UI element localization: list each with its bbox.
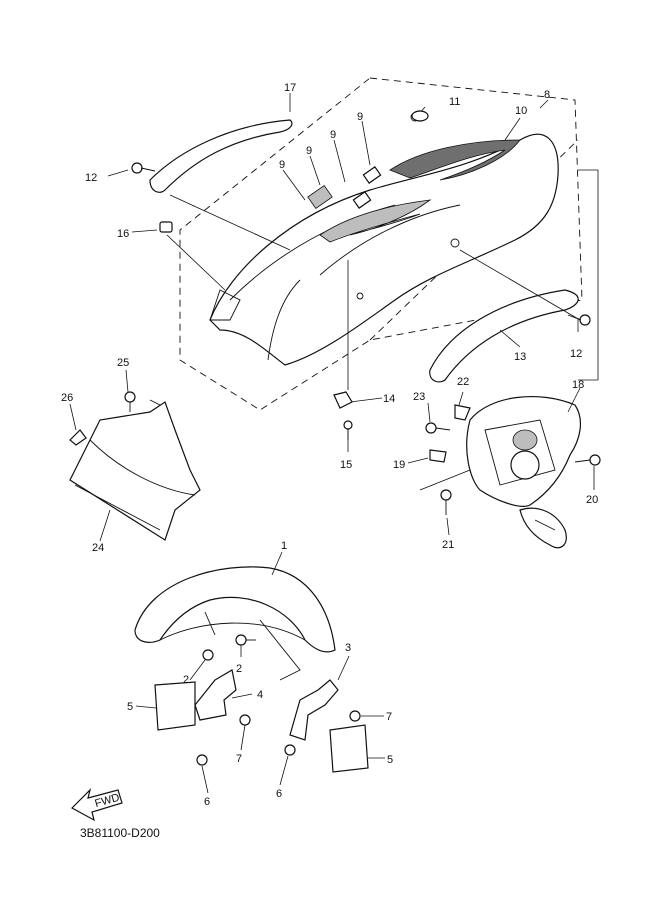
callout-2a: 2	[183, 674, 189, 686]
callout-5a: 5	[127, 701, 133, 713]
callout-24: 24	[92, 542, 104, 554]
callout-23: 23	[413, 391, 425, 403]
license-bracket-leaders	[69, 369, 161, 542]
callout-18: 18	[572, 379, 584, 391]
front-fender-brackets	[154, 619, 369, 773]
callout-19: 19	[393, 459, 405, 471]
callout-15: 14	[383, 393, 395, 405]
assembly-8-dashed-outline	[179, 77, 583, 411]
callout-17: 16	[117, 228, 129, 240]
front-fender-leaders	[135, 551, 385, 794]
tail-light-assembly	[425, 395, 601, 549]
callout-22: 22	[457, 376, 469, 388]
callout-20: 20	[586, 494, 598, 506]
callout-16: 15	[340, 459, 352, 471]
fwd-arrow-icon: FWD	[71, 788, 123, 822]
callout-25: 25	[117, 357, 129, 369]
diagram-code: 3B81100-D200	[80, 826, 160, 840]
callout-11: 11	[449, 96, 460, 108]
callout-4: 4	[257, 689, 263, 701]
callout-12b: 12	[570, 348, 582, 360]
callout-2b: 2	[236, 663, 242, 675]
side-cover-13	[429, 289, 579, 383]
emblem-decal	[307, 184, 333, 210]
callout-5b: 5	[387, 754, 393, 766]
callout-9c: 9	[306, 145, 312, 157]
callout-8: 8	[544, 89, 550, 101]
callout-7a: 7	[386, 711, 392, 723]
callout-13: 13	[514, 351, 526, 363]
callout-9b: 9	[330, 129, 336, 141]
callout-9d: 9	[279, 159, 285, 171]
flame-graphic-lower	[319, 199, 432, 243]
tail-light-leaders	[407, 387, 595, 536]
fasteners-main	[131, 110, 591, 440]
callout-labels: 8 17 11 10 9 9 9 9 12 16 12 13 14 15 18 …	[61, 82, 598, 808]
callout-3: 3	[345, 642, 351, 654]
callout-14: 17	[284, 82, 296, 94]
license-bracket-part	[69, 391, 201, 541]
callout-10: 10	[515, 105, 527, 117]
callout-9a: 9	[357, 111, 363, 123]
callout-6b: 6	[276, 788, 282, 800]
callout-21: 21	[442, 539, 454, 551]
callout-7b: 7	[236, 753, 242, 765]
front-fender-part	[134, 566, 336, 653]
callout-12a: 12	[85, 172, 97, 184]
callout-1: 1	[281, 540, 287, 552]
side-cover-14	[149, 119, 293, 193]
callout-26: 26	[61, 392, 73, 404]
rear-fender-part	[209, 112, 559, 366]
callout-6a: 6	[204, 796, 210, 808]
leader-lines	[107, 93, 599, 452]
flame-graphic-upper	[389, 139, 521, 181]
